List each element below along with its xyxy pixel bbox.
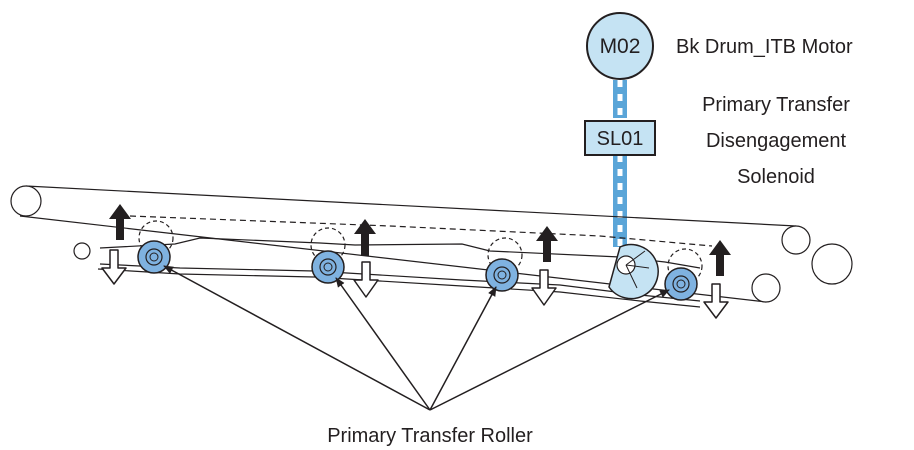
belt-pulley-right-small xyxy=(751,273,781,303)
solenoid-label-line-3: Solenoid xyxy=(737,166,815,188)
itb-belt xyxy=(10,185,853,303)
roller-label: Primary Transfer Roller xyxy=(327,425,533,447)
up-arrow-4 xyxy=(709,240,731,276)
down-arrow-2 xyxy=(353,261,379,298)
disengaged-positions xyxy=(138,220,703,284)
solenoid-sl01: SL01 xyxy=(584,120,656,156)
up-arrow-1 xyxy=(109,204,131,240)
motor-label: Bk Drum_ITB Motor xyxy=(676,36,853,58)
roller-leader-lines xyxy=(163,265,670,411)
motor-m02: M02 xyxy=(586,12,654,80)
drive-shaft xyxy=(613,80,627,247)
cam xyxy=(608,243,659,300)
solenoid-id: SL01 xyxy=(597,128,644,150)
belt-pulley-left-small xyxy=(73,242,91,260)
motor-circle xyxy=(586,12,654,80)
up-arrow-3 xyxy=(536,226,558,262)
down-arrow-4 xyxy=(703,283,729,319)
solenoid-box xyxy=(584,120,656,156)
primary-transfer-roller-2 xyxy=(311,250,345,284)
belt-pulley-right-large xyxy=(811,243,853,285)
belt-pulley-right xyxy=(781,225,811,255)
lower-down-arrows xyxy=(101,249,729,319)
solenoid-label-line-1: Primary Transfer xyxy=(702,94,850,116)
motor-id: M02 xyxy=(600,35,641,58)
down-arrow-1 xyxy=(101,249,127,285)
belt-pulley-left xyxy=(10,185,42,217)
lift-up-arrows xyxy=(109,204,731,276)
down-arrow-3 xyxy=(531,269,557,306)
up-arrow-2 xyxy=(354,219,376,256)
primary-transfer-roller-3 xyxy=(485,258,519,292)
solenoid-label-line-2: Disengagement xyxy=(706,130,847,152)
primary-transfer-roller-1 xyxy=(137,240,171,274)
primary-transfer-roller-4 xyxy=(664,267,698,301)
